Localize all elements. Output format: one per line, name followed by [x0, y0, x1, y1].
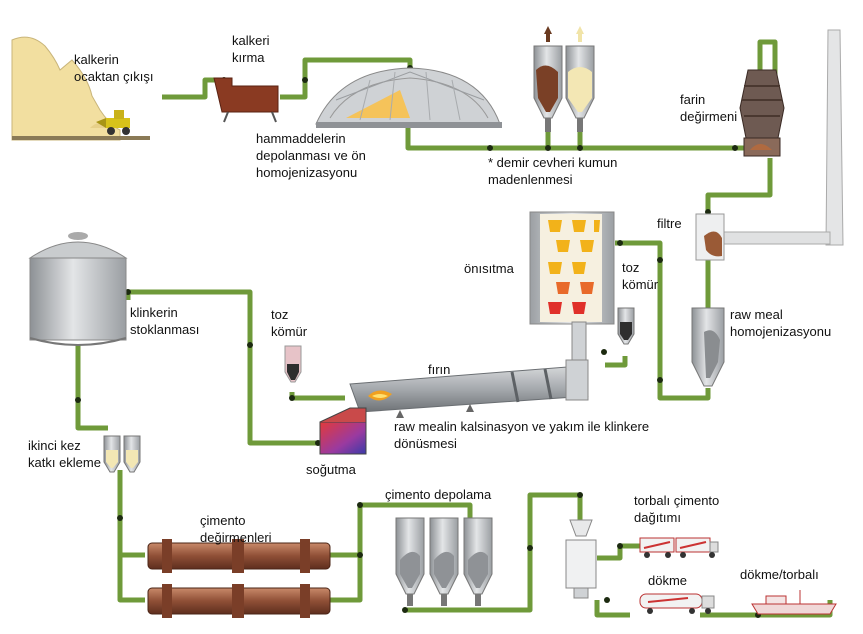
label-clinker-stock: klinkerin stoklanması [130, 305, 200, 337]
label-coal-right: toz kömür [622, 260, 659, 292]
label-preheating: önısıtma [464, 261, 514, 276]
homogenization-silo-icon [691, 307, 725, 387]
cement-truck-icon [639, 537, 719, 558]
additive-silo-icon [103, 435, 141, 473]
cement-silo-icon [395, 517, 425, 606]
ore-silo-icon [565, 26, 595, 132]
label-raw-meal-homog: raw meal homojenizasyonu [730, 307, 832, 339]
preheater-tower-icon [529, 211, 615, 383]
label-coal-left: toz kömür [271, 307, 308, 339]
label-calcination: raw mealin kalsinasyon ve yakım ile klin… [394, 419, 650, 451]
label-bulk-bagged: dökme/torbalı [740, 567, 819, 582]
label-cement-storage: çimento depolama [385, 487, 492, 502]
label-crushing: kalkeri kırma [232, 33, 270, 65]
label-bagged-dispatch: torbalı çimento dağıtımı [634, 493, 720, 525]
raw-mill-icon [739, 69, 785, 157]
bulk-tanker-icon [639, 593, 715, 614]
cement-silo-icon [429, 517, 459, 606]
cement-mill-icon [147, 584, 331, 618]
rotary-kiln-icon [349, 359, 589, 418]
chimney-icon [721, 29, 844, 246]
label-raw-storage: hammaddelerin depolanması ve ön homojeni… [256, 131, 366, 180]
coal-hopper-icon [284, 345, 302, 383]
label-kiln: fırın [428, 362, 451, 377]
loader-truck-icon [96, 110, 130, 135]
ship-icon [751, 590, 837, 615]
filter-icon [695, 213, 725, 261]
label-cement-mills: çimento değirmenleri [200, 513, 272, 545]
cement-mill-icon [147, 539, 331, 573]
cement-silo-icon [463, 517, 493, 606]
label-iron-ore: * demir cevheri kumun madenlenmesi [488, 155, 618, 187]
label-filter: filtre [657, 216, 682, 231]
packing-machine-icon [565, 519, 597, 599]
storage-dome-icon [315, 67, 502, 128]
label-additive: ikinci kez katkı ekleme [28, 438, 101, 470]
cooler-icon [319, 407, 367, 455]
label-cooling: soğutma [306, 462, 356, 477]
coal-hopper-icon [617, 307, 635, 345]
label-quarry-exit: kalkerin ocaktan çıkışı [74, 52, 154, 84]
label-raw-mill: farin değirmeni [680, 92, 738, 124]
crusher-icon [213, 77, 279, 123]
ore-silo-icon [533, 26, 563, 132]
label-bulk: dökme [648, 573, 688, 588]
clinker-silo-icon [28, 232, 128, 346]
